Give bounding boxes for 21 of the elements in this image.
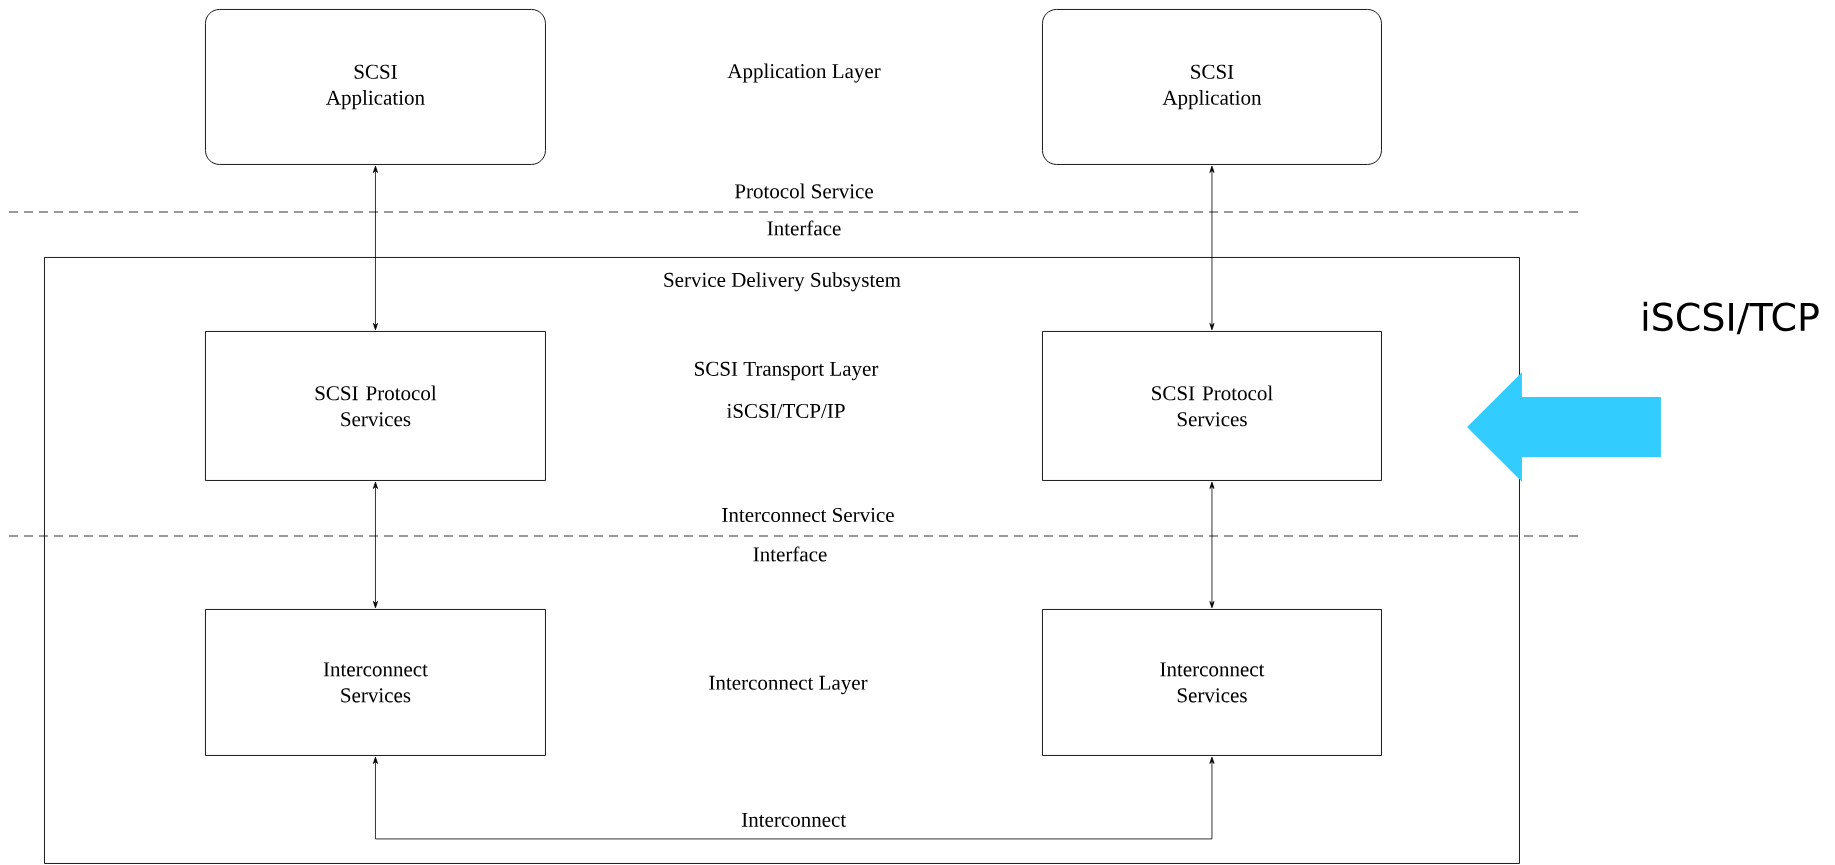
arrow	[1209, 481, 1215, 609]
layer-label: Protocol Service	[734, 183, 873, 199]
layer-box: SCSI Application	[205, 9, 546, 165]
layer-label: Application Layer	[727, 63, 881, 83]
layer-box: SCSI Protocol Services	[1042, 331, 1382, 481]
layer-label: Interconnect Service	[722, 507, 894, 523]
arrow	[372, 756, 1215, 840]
arrow	[372, 481, 378, 609]
layer-label: Interface	[753, 546, 827, 562]
layer-label: Interconnect Layer	[709, 675, 868, 695]
arrow	[1209, 165, 1215, 331]
layer-box: Interconnect Services	[205, 609, 546, 756]
edge-label: Interconnect	[742, 812, 847, 827]
layer-box: SCSI Protocol Services	[205, 331, 546, 481]
layer-label: SCSI Transport Layer	[695, 361, 879, 381]
layer-box: SCSI Application	[1042, 9, 1382, 165]
layer-label: iSCSI/TCP	[1643, 301, 1819, 335]
layer-box: Interconnect Services	[1042, 609, 1382, 756]
arrow	[372, 165, 378, 331]
layer-label: Interface	[767, 220, 841, 236]
layer-label: iSCSI/TCP/IP	[726, 403, 845, 419]
